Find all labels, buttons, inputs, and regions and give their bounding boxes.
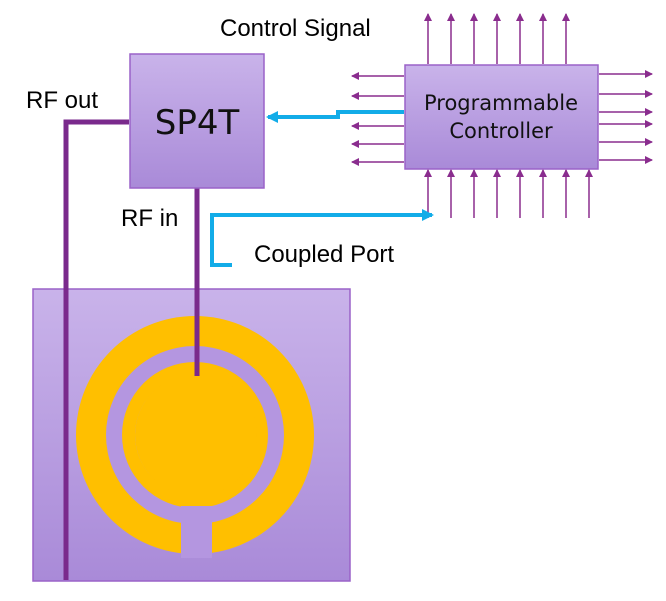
- rf-out-label: RF out: [26, 87, 98, 114]
- controller-label-line2: Controller: [449, 119, 553, 143]
- control-signal-arrows-left: [351, 72, 404, 166]
- sp4t-box: [129, 53, 265, 189]
- rf-in-label: RF in: [121, 205, 178, 232]
- control-signal-arrows-top: [424, 13, 570, 64]
- center-disc: [135, 374, 257, 496]
- controller-label-line1: Programmable: [424, 91, 578, 115]
- control-signal-arrows-bottom: [424, 169, 593, 218]
- control-signal-label: Control Signal: [220, 15, 371, 42]
- control-signal-arrows-right: [599, 70, 653, 164]
- coupled-port-line: [210, 209, 434, 267]
- coupled-port-label: Coupled Port: [254, 241, 394, 268]
- ring-slot: [181, 506, 212, 558]
- sp4t-label: SP4T: [155, 103, 240, 143]
- control-line-to-sp4t: [266, 110, 404, 123]
- rf-out-trace: [63, 119, 129, 580]
- controller-box: [404, 64, 599, 170]
